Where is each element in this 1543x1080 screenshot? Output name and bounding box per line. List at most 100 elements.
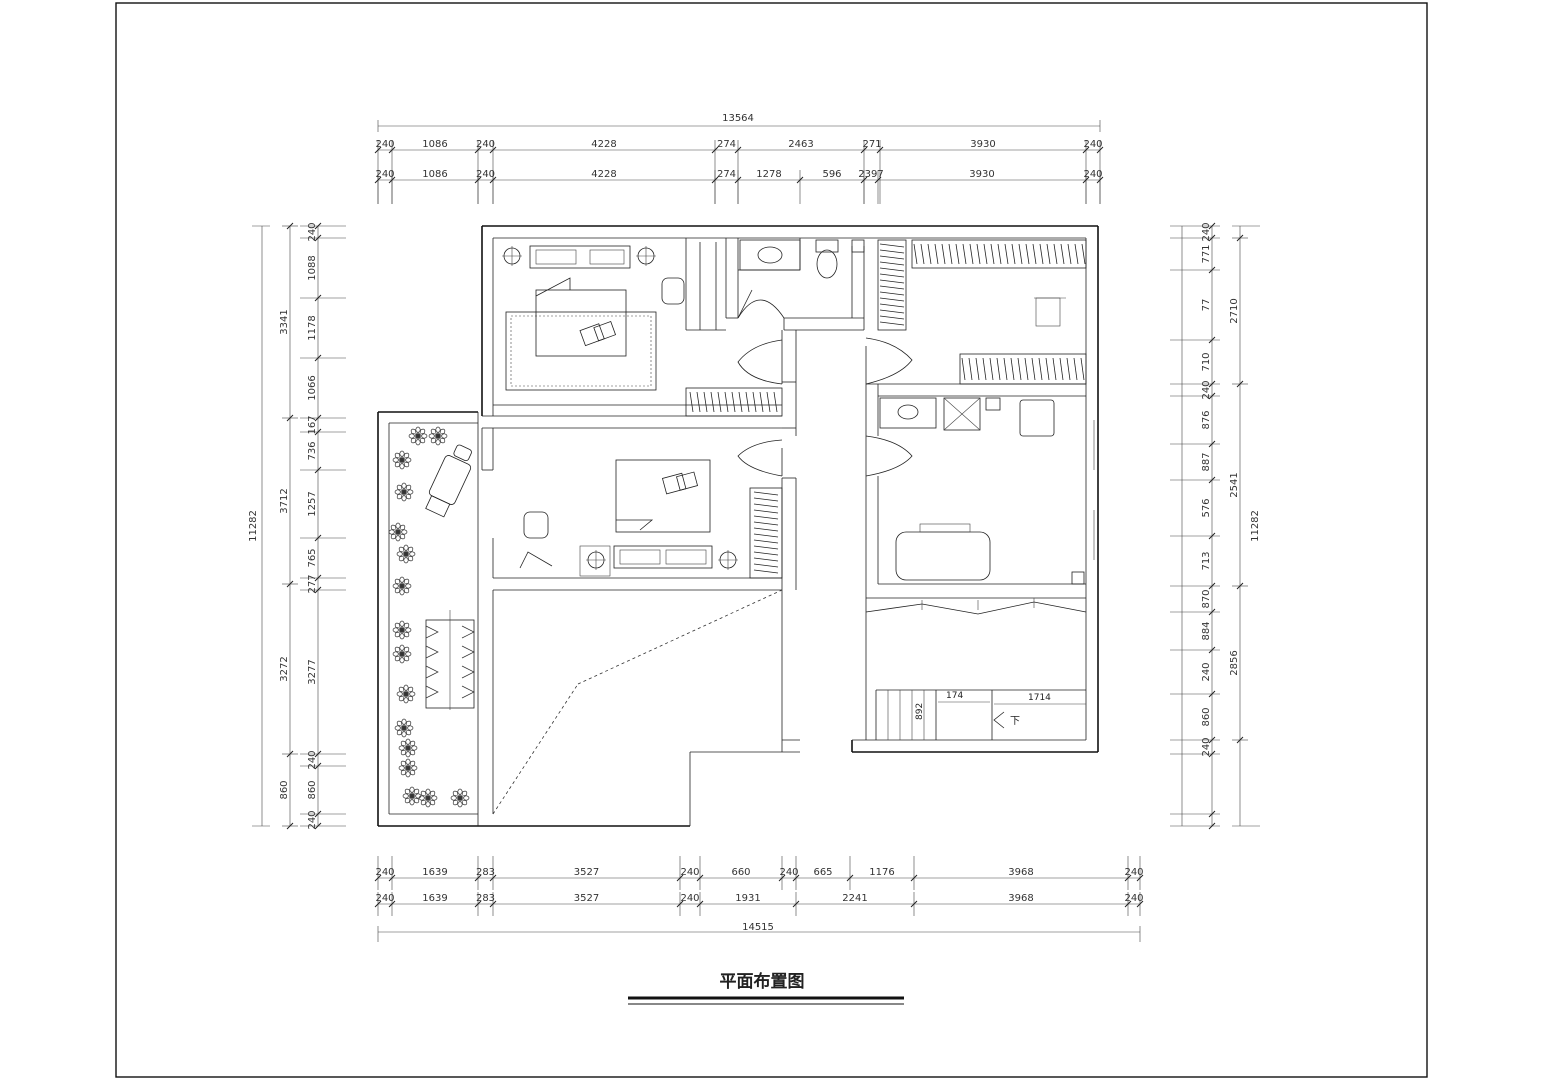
hanger bbox=[1053, 243, 1058, 265]
hanger bbox=[879, 303, 905, 308]
dim-label: 876 bbox=[1201, 410, 1212, 429]
plant-icon bbox=[388, 522, 408, 542]
hanger bbox=[766, 391, 771, 413]
hanger bbox=[753, 563, 779, 568]
hanger bbox=[731, 391, 736, 413]
master-bath-fixtures bbox=[879, 397, 1095, 585]
dim-tick-slash bbox=[876, 146, 884, 154]
dim-tick-slash bbox=[1208, 440, 1216, 448]
dim-label: 1257 bbox=[307, 491, 318, 516]
dim-label: 240 bbox=[1124, 867, 1143, 878]
bathroom-fixtures bbox=[739, 239, 865, 279]
plant-icon bbox=[396, 544, 416, 564]
hanger bbox=[738, 391, 743, 413]
dim-label: 596 bbox=[822, 169, 841, 180]
dim-tick-slash bbox=[474, 900, 482, 908]
plant-icon bbox=[392, 450, 412, 470]
dim-label: 240 bbox=[1201, 737, 1212, 756]
hanger bbox=[753, 509, 779, 514]
dim-label: 277 bbox=[307, 574, 318, 593]
lounge-chair-icon bbox=[425, 665, 439, 679]
dim-tick-slash bbox=[286, 414, 294, 422]
dim-tick-slash bbox=[1208, 646, 1216, 654]
dim-tick-slash bbox=[388, 900, 396, 908]
dim-label: 771 bbox=[1201, 244, 1212, 263]
dim-label: 240 bbox=[779, 867, 798, 878]
plant-icon bbox=[392, 644, 412, 664]
dim-tick-slash bbox=[1208, 810, 1216, 818]
dim-bottom-total: 14515 bbox=[742, 922, 774, 933]
hanger bbox=[1004, 243, 1009, 265]
dim-label: 240 bbox=[1083, 139, 1102, 150]
dim-tick-slash bbox=[388, 176, 396, 184]
hanger bbox=[962, 243, 967, 265]
hanger bbox=[1025, 243, 1030, 265]
dim-tick-slash bbox=[1096, 146, 1104, 154]
dim-tick-slash bbox=[711, 146, 719, 154]
lounge-chair-icon bbox=[461, 645, 475, 659]
dim-label: 1639 bbox=[422, 867, 447, 878]
dim-tick-slash bbox=[1236, 234, 1244, 242]
dim-label: 3277 bbox=[307, 659, 318, 684]
hanger bbox=[753, 521, 779, 526]
hanger bbox=[753, 497, 779, 502]
hanger bbox=[879, 249, 905, 254]
dim-tick-slash bbox=[846, 874, 854, 882]
plant-icon bbox=[392, 576, 412, 596]
hanger bbox=[968, 357, 973, 381]
dim-tick-slash bbox=[860, 146, 868, 154]
hanger bbox=[927, 243, 932, 265]
dim-tick-slash bbox=[1236, 736, 1244, 744]
lounge-chair-icon bbox=[425, 645, 439, 659]
dim-label: 3930 bbox=[970, 139, 995, 150]
dim-label: 240 bbox=[1201, 222, 1212, 241]
hanger bbox=[1074, 243, 1079, 265]
dim-label: 2241 bbox=[842, 893, 867, 904]
hanger bbox=[983, 243, 988, 265]
dim-tick-slash bbox=[1136, 900, 1144, 908]
hanger bbox=[982, 357, 987, 381]
hanger bbox=[745, 391, 750, 413]
hanger bbox=[1011, 243, 1016, 265]
dim-tick-slash bbox=[1208, 234, 1216, 242]
dim-label: 2856 bbox=[1229, 650, 1240, 675]
lounge-chair-icon bbox=[425, 685, 439, 699]
dim-tick-slash bbox=[1208, 690, 1216, 698]
stair-number-3: 892 bbox=[915, 703, 925, 720]
hanger bbox=[1045, 357, 1050, 381]
dim-tick-slash bbox=[474, 874, 482, 882]
hanger bbox=[1081, 243, 1086, 265]
dim-tick-slash bbox=[374, 900, 382, 908]
hanger bbox=[753, 515, 779, 520]
dim-label: 240 bbox=[375, 867, 394, 878]
dim-label: 240 bbox=[375, 893, 394, 904]
hanger bbox=[1018, 243, 1023, 265]
hanger bbox=[752, 391, 757, 413]
hanger bbox=[717, 391, 722, 413]
hanger bbox=[1039, 243, 1044, 265]
dim-label: 3968 bbox=[1008, 893, 1033, 904]
dim-tick-slash bbox=[676, 900, 684, 908]
dim-label: 2710 bbox=[1229, 298, 1240, 323]
terrace-furniture bbox=[388, 426, 475, 808]
dim-label: 860 bbox=[1201, 707, 1212, 726]
hanger bbox=[879, 291, 905, 296]
dim-tick-slash bbox=[286, 822, 294, 830]
hanger bbox=[976, 243, 981, 265]
dim-tick-slash bbox=[860, 176, 868, 184]
dim-tick-slash bbox=[314, 294, 322, 302]
dim-label: 2541 bbox=[1229, 472, 1240, 497]
dim-label: 283 bbox=[476, 867, 495, 878]
hanger bbox=[753, 545, 779, 550]
dim-tick-slash bbox=[1124, 874, 1132, 882]
hanger bbox=[753, 569, 779, 574]
dim-tick-slash bbox=[314, 534, 322, 542]
dim-tick-slash bbox=[314, 234, 322, 242]
dim-label: 887 bbox=[1201, 452, 1212, 471]
hanger bbox=[696, 391, 701, 413]
dim-label: 870 bbox=[1201, 589, 1212, 608]
dim-tick-slash bbox=[374, 146, 382, 154]
dim-label: 1931 bbox=[735, 893, 760, 904]
